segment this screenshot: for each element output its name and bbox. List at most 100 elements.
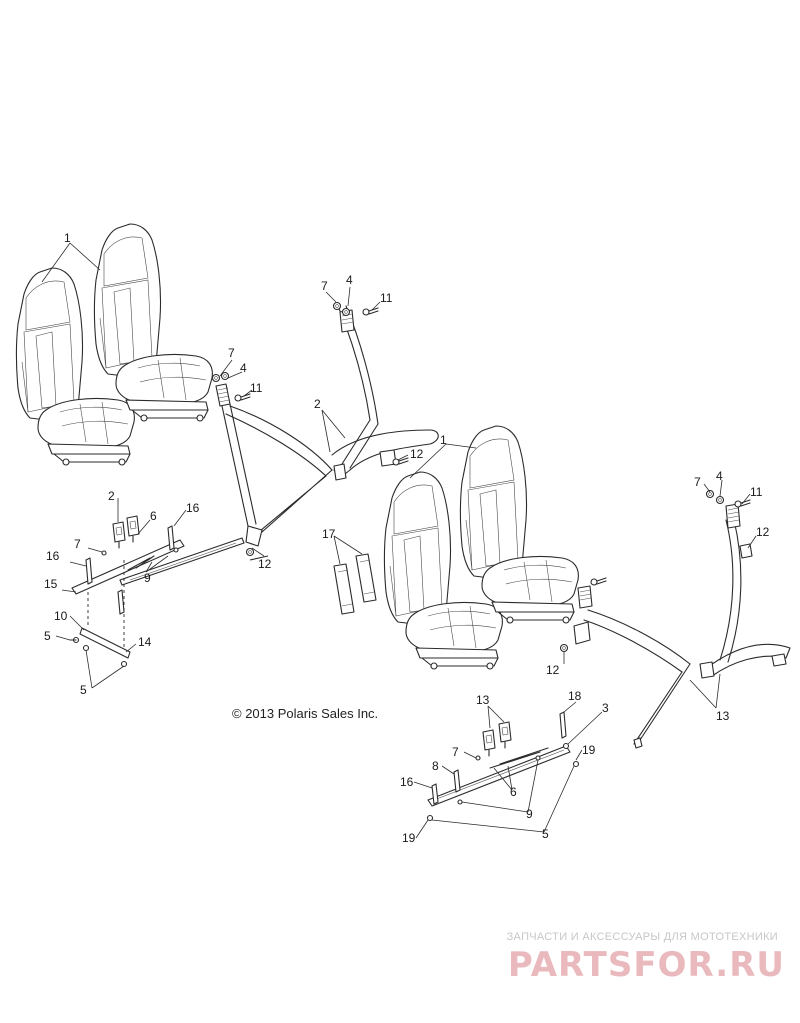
leader-12a (251, 547, 265, 557)
rail-assembly-left (69, 515, 245, 668)
leader-13b (689, 673, 721, 709)
callout-9: 9 (144, 571, 151, 585)
nut-7-top (332, 301, 342, 311)
callout-16: 16 (186, 501, 200, 515)
callout-4: 4 (240, 361, 247, 375)
callout-7: 7 (321, 279, 328, 293)
leader-16b (69, 561, 87, 567)
callout-5: 5 (80, 683, 87, 697)
leader-13a (487, 705, 505, 729)
leader-5a (55, 635, 71, 641)
leader-1a (41, 242, 101, 283)
leader-7a-top (325, 291, 337, 303)
callout-16: 16 (400, 775, 414, 789)
leader-19b (415, 819, 429, 839)
copyright-text: © 2013 Polaris Sales Inc. (232, 706, 378, 721)
leader-9b (461, 759, 539, 813)
leader-10 (69, 615, 85, 631)
seatbelt-left (215, 305, 439, 561)
leader-6b (493, 765, 513, 791)
leader-5b (85, 649, 125, 689)
leader-11c (741, 493, 751, 505)
watermark-brand: PARTSFOR.RU (508, 945, 785, 985)
leader-2a (321, 409, 346, 453)
bolt-11-top (362, 307, 379, 316)
callout-7: 7 (452, 745, 459, 759)
callout-1: 1 (64, 231, 71, 245)
callout-2: 2 (108, 489, 115, 503)
callout-12: 12 (410, 447, 424, 461)
leader-16a (173, 509, 187, 527)
washer-4-left (220, 371, 230, 381)
callout-19: 19 (402, 831, 416, 845)
callout-11: 11 (250, 381, 263, 395)
callout-4: 4 (346, 273, 353, 287)
watermark-subtitle: ЗАПЧАСТИ И АКСЕССУАРЫ ДЛЯ МОТОТЕХНИКИ (507, 931, 778, 943)
seat-left-pair (15, 223, 213, 466)
callout-5: 5 (44, 629, 51, 643)
leader-7d (703, 483, 711, 493)
leader-4c (719, 479, 723, 497)
callout-9: 9 (526, 807, 533, 821)
leader-4b (227, 371, 243, 379)
leader-15 (61, 589, 77, 593)
nut-12-right (559, 643, 569, 653)
callout-16: 16 (46, 549, 60, 563)
callout-18: 18 (568, 689, 582, 703)
leader-4a-top (347, 286, 351, 307)
nut-7-left (211, 373, 221, 383)
seat-left-front (93, 223, 213, 422)
rail-assembly-right (426, 711, 580, 822)
leader-12c (747, 535, 757, 549)
seat-right-pair (383, 425, 579, 670)
leader-9a (145, 555, 169, 573)
callout-14: 14 (138, 635, 152, 649)
leader-7e (463, 751, 477, 759)
bolt-11-left (234, 393, 251, 402)
pads-17 (333, 553, 377, 615)
leader-5c (431, 765, 575, 833)
callout-7: 7 (694, 475, 701, 489)
callout-11: 11 (380, 291, 393, 305)
leader-11b (243, 389, 253, 397)
callout-11: 11 (750, 485, 763, 499)
bolt-right-seat (590, 577, 607, 586)
callout-13: 13 (476, 693, 490, 707)
callout-10: 10 (54, 609, 68, 623)
callout-12: 12 (258, 557, 272, 571)
callout-8: 8 (432, 759, 439, 773)
callout-12: 12 (546, 663, 560, 677)
callout-13: 13 (716, 709, 730, 723)
callout-19: 19 (582, 743, 596, 757)
washer-4-right (715, 495, 725, 505)
washer-4-top (341, 307, 351, 317)
callout-5: 5 (542, 827, 549, 841)
callout-7: 7 (74, 537, 81, 551)
callout-12: 12 (756, 525, 770, 539)
leader-6a (137, 519, 151, 535)
leader-7c (87, 547, 103, 553)
leader-11a-top (371, 301, 381, 311)
leader-16c (413, 781, 433, 789)
leader-18 (563, 701, 577, 713)
leader-14 (125, 643, 137, 653)
callout-7: 7 (228, 346, 235, 360)
callout-1: 1 (440, 433, 447, 447)
callout-4: 4 (716, 469, 723, 483)
leader-1b (409, 443, 477, 479)
leader-3 (567, 711, 603, 745)
callout-6: 6 (510, 785, 517, 799)
callout-15: 15 (44, 577, 58, 591)
callout-3: 3 (602, 701, 609, 715)
callout-6: 6 (150, 509, 157, 523)
leader-12b (397, 454, 409, 461)
leader-8 (441, 765, 455, 775)
watermark: ЗАПЧАСТИ И АКСЕССУАРЫ ДЛЯ МОТОТЕХНИКИ PA… (507, 931, 785, 985)
callout-2: 2 (314, 397, 321, 411)
nut-12-left (245, 547, 255, 557)
leader-7b (219, 359, 233, 377)
seatbelt-right (573, 503, 791, 749)
leader-19a (575, 749, 583, 761)
seat-right-front (459, 425, 579, 624)
